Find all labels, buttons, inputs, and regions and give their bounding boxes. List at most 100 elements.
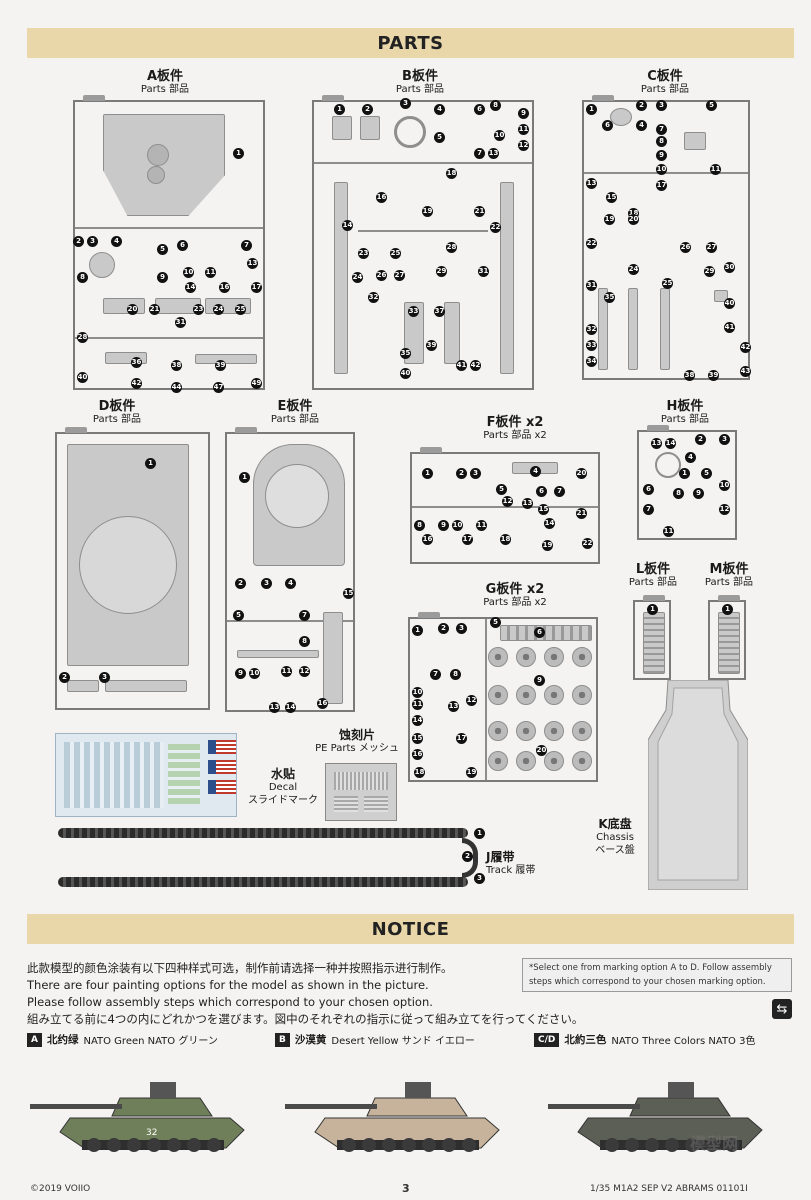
decal-markings bbox=[64, 742, 164, 808]
mesh-part bbox=[334, 796, 358, 812]
tank-shape bbox=[629, 1097, 731, 1117]
tank-wheel bbox=[362, 1138, 376, 1152]
sheet-f-title: F板件 x2 Parts 部品 x2 bbox=[483, 415, 547, 442]
small-part bbox=[103, 298, 145, 314]
tank-wheel bbox=[442, 1138, 456, 1152]
chassis-base bbox=[648, 680, 748, 890]
tank-number: 32 bbox=[146, 1128, 157, 1138]
decal-label: 水贴 Decal スライドマーク bbox=[248, 767, 318, 807]
sprue-a: 1 2 3 4 5 6 7 8 9 10 11 13 14 16 17 20 2… bbox=[73, 95, 265, 393]
rod-part bbox=[237, 650, 319, 658]
road-wheel-part bbox=[516, 721, 536, 741]
notice-line-zh: 此款模型的颜色涂装有以下四种样式可选，制作前请选择一种并按照指示进行制作。 bbox=[27, 961, 453, 975]
hatch-ring-part bbox=[147, 166, 165, 184]
sprue-h: 13 14 2 3 4 1 5 6 8 9 10 7 12 11 bbox=[637, 425, 737, 540]
tank-shape bbox=[548, 1104, 640, 1109]
track-link-part bbox=[643, 612, 665, 674]
road-wheel-part bbox=[516, 685, 536, 705]
notice-line-jp: 組み立てる前に4つの内にどれかつを選びます。図中のそれぞれの指示に従って組み立て… bbox=[27, 1012, 584, 1026]
hull-top-part bbox=[103, 114, 225, 216]
hatch-ring-part bbox=[147, 144, 169, 166]
road-wheel-part bbox=[488, 647, 508, 667]
tank-wheel bbox=[207, 1138, 221, 1152]
ring-part bbox=[655, 452, 681, 478]
road-wheel-part bbox=[572, 685, 592, 705]
page-number: 3 bbox=[402, 1182, 410, 1195]
tank-wheel bbox=[422, 1138, 436, 1152]
option-cd: C/D 北約三色 NATO Three Colors NATO 3色 bbox=[534, 1032, 755, 1047]
ring-part bbox=[394, 116, 426, 148]
road-wheel-part bbox=[572, 721, 592, 741]
track-loop bbox=[462, 838, 478, 878]
road-wheel-part bbox=[488, 721, 508, 741]
chassis-label: K底盘 Chassis ベース盤 bbox=[595, 817, 635, 857]
copyright: ©2019 VOIIO bbox=[30, 1184, 91, 1194]
track-run bbox=[58, 877, 468, 887]
sprue-c: 1 2 3 5 4 6 7 8 9 13 10 11 15 17 18 19 2… bbox=[582, 95, 751, 381]
tank-wheel bbox=[107, 1138, 121, 1152]
parts-title: PARTS bbox=[377, 32, 444, 54]
rod-part bbox=[598, 288, 608, 370]
side-skirt-part bbox=[500, 182, 514, 374]
option-b: B 沙漠黄 Desert Yellow サンド イエロー bbox=[275, 1032, 475, 1047]
sprue-runner bbox=[358, 230, 488, 232]
road-wheel-part bbox=[544, 647, 564, 667]
road-wheel-part bbox=[516, 647, 536, 667]
flag-decal-icon bbox=[208, 780, 236, 794]
tank-desert-yellow bbox=[285, 1082, 500, 1152]
round-part bbox=[89, 252, 115, 278]
pe-label: 蚀刻片 PE Parts メッシュ bbox=[315, 728, 399, 755]
tank-wheel bbox=[462, 1138, 476, 1152]
rod-part bbox=[660, 288, 670, 370]
flag-decal-icon bbox=[208, 760, 236, 774]
road-wheel-part bbox=[544, 751, 564, 771]
small-part bbox=[500, 625, 592, 641]
road-wheel-part bbox=[544, 721, 564, 741]
small-part bbox=[195, 354, 257, 364]
tank-wheel bbox=[725, 1138, 739, 1152]
road-wheel-part bbox=[572, 647, 592, 667]
sheet-m-title: M板件 Parts 部品 bbox=[704, 562, 754, 589]
tank-wheel bbox=[705, 1138, 719, 1152]
small-part bbox=[684, 132, 706, 150]
tank-wheel bbox=[605, 1138, 619, 1152]
tank-shape bbox=[366, 1097, 468, 1117]
track-label: J履带 Track 履帯 bbox=[486, 850, 536, 876]
skirt-part bbox=[323, 612, 343, 704]
sheet-b-title: B板件 Parts 部品 bbox=[395, 69, 445, 96]
tank-shape bbox=[668, 1082, 694, 1098]
road-wheel-part bbox=[488, 751, 508, 771]
sheet-d-title: D板件 Parts 部品 bbox=[92, 399, 142, 426]
track-run bbox=[58, 828, 468, 838]
track-link-part bbox=[718, 612, 740, 674]
pe-fret bbox=[325, 763, 397, 821]
sheet-a-title: A板件 Parts 部品 bbox=[140, 69, 190, 96]
sheet-e-title: E板件 Parts 部品 bbox=[270, 399, 320, 426]
sprue-runner bbox=[412, 506, 598, 508]
road-wheel-part bbox=[488, 685, 508, 705]
notice-line-en-2: Please follow assembly steps which corre… bbox=[27, 995, 433, 1009]
sprue-l: 1 bbox=[633, 595, 671, 680]
swap-arrows-icon: ⇆ bbox=[772, 999, 792, 1019]
marking-side-note: *Select one from marking option A to D. … bbox=[522, 958, 792, 992]
tank-shape bbox=[285, 1104, 377, 1109]
sprue-runner bbox=[75, 337, 263, 339]
sprue-g: 1 2 3 5 6 7 8 9 10 11 12 13 14 15 17 16 … bbox=[408, 612, 598, 782]
tank-wheel bbox=[625, 1138, 639, 1152]
road-wheel-part bbox=[544, 685, 564, 705]
tank-wheel bbox=[382, 1138, 396, 1152]
tank-wheel bbox=[147, 1138, 161, 1152]
tank-shape bbox=[30, 1104, 122, 1109]
road-wheel-part bbox=[572, 751, 592, 771]
turret-ring-part bbox=[265, 464, 329, 528]
decal-markings bbox=[168, 744, 200, 804]
sprue-m: 1 bbox=[708, 595, 746, 680]
tank-body bbox=[30, 1082, 245, 1152]
sheet-l-title: L板件 Parts 部品 bbox=[628, 562, 678, 589]
tank-body bbox=[548, 1082, 763, 1152]
watermark: 模型网 bbox=[690, 1134, 739, 1153]
flag-decal-icon bbox=[208, 740, 236, 754]
sprue-runner bbox=[75, 227, 263, 229]
turret-ring-part bbox=[79, 516, 177, 614]
sprue-runner bbox=[227, 620, 353, 622]
